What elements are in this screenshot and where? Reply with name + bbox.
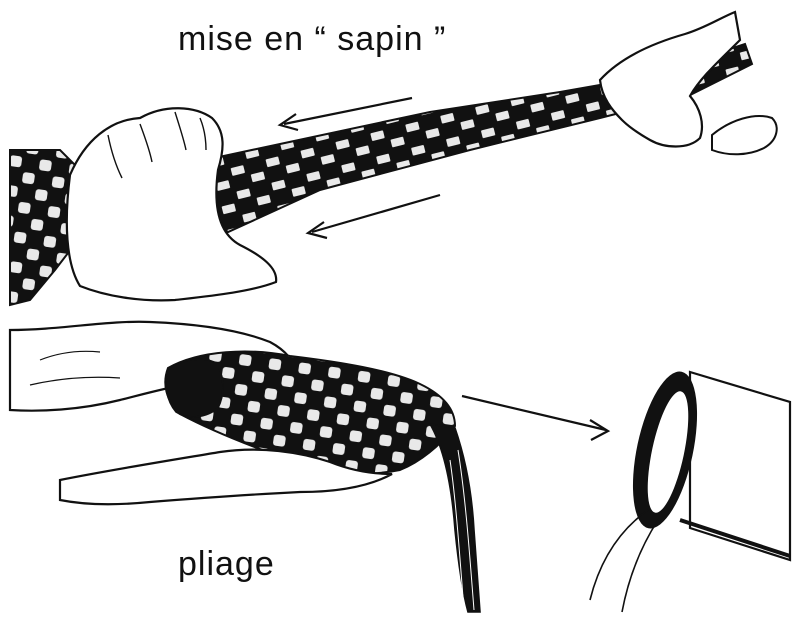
arrow-to-tube [462,396,608,440]
hanging-strands [430,424,480,612]
fabric-clump [166,359,223,417]
tube [621,366,790,560]
caption-mise-en-sapin: mise en “ sapin ” [178,20,446,59]
arrow-lower-left [308,195,440,238]
caption-pliage: pliage [178,545,275,584]
right-thumb-top [712,116,777,154]
